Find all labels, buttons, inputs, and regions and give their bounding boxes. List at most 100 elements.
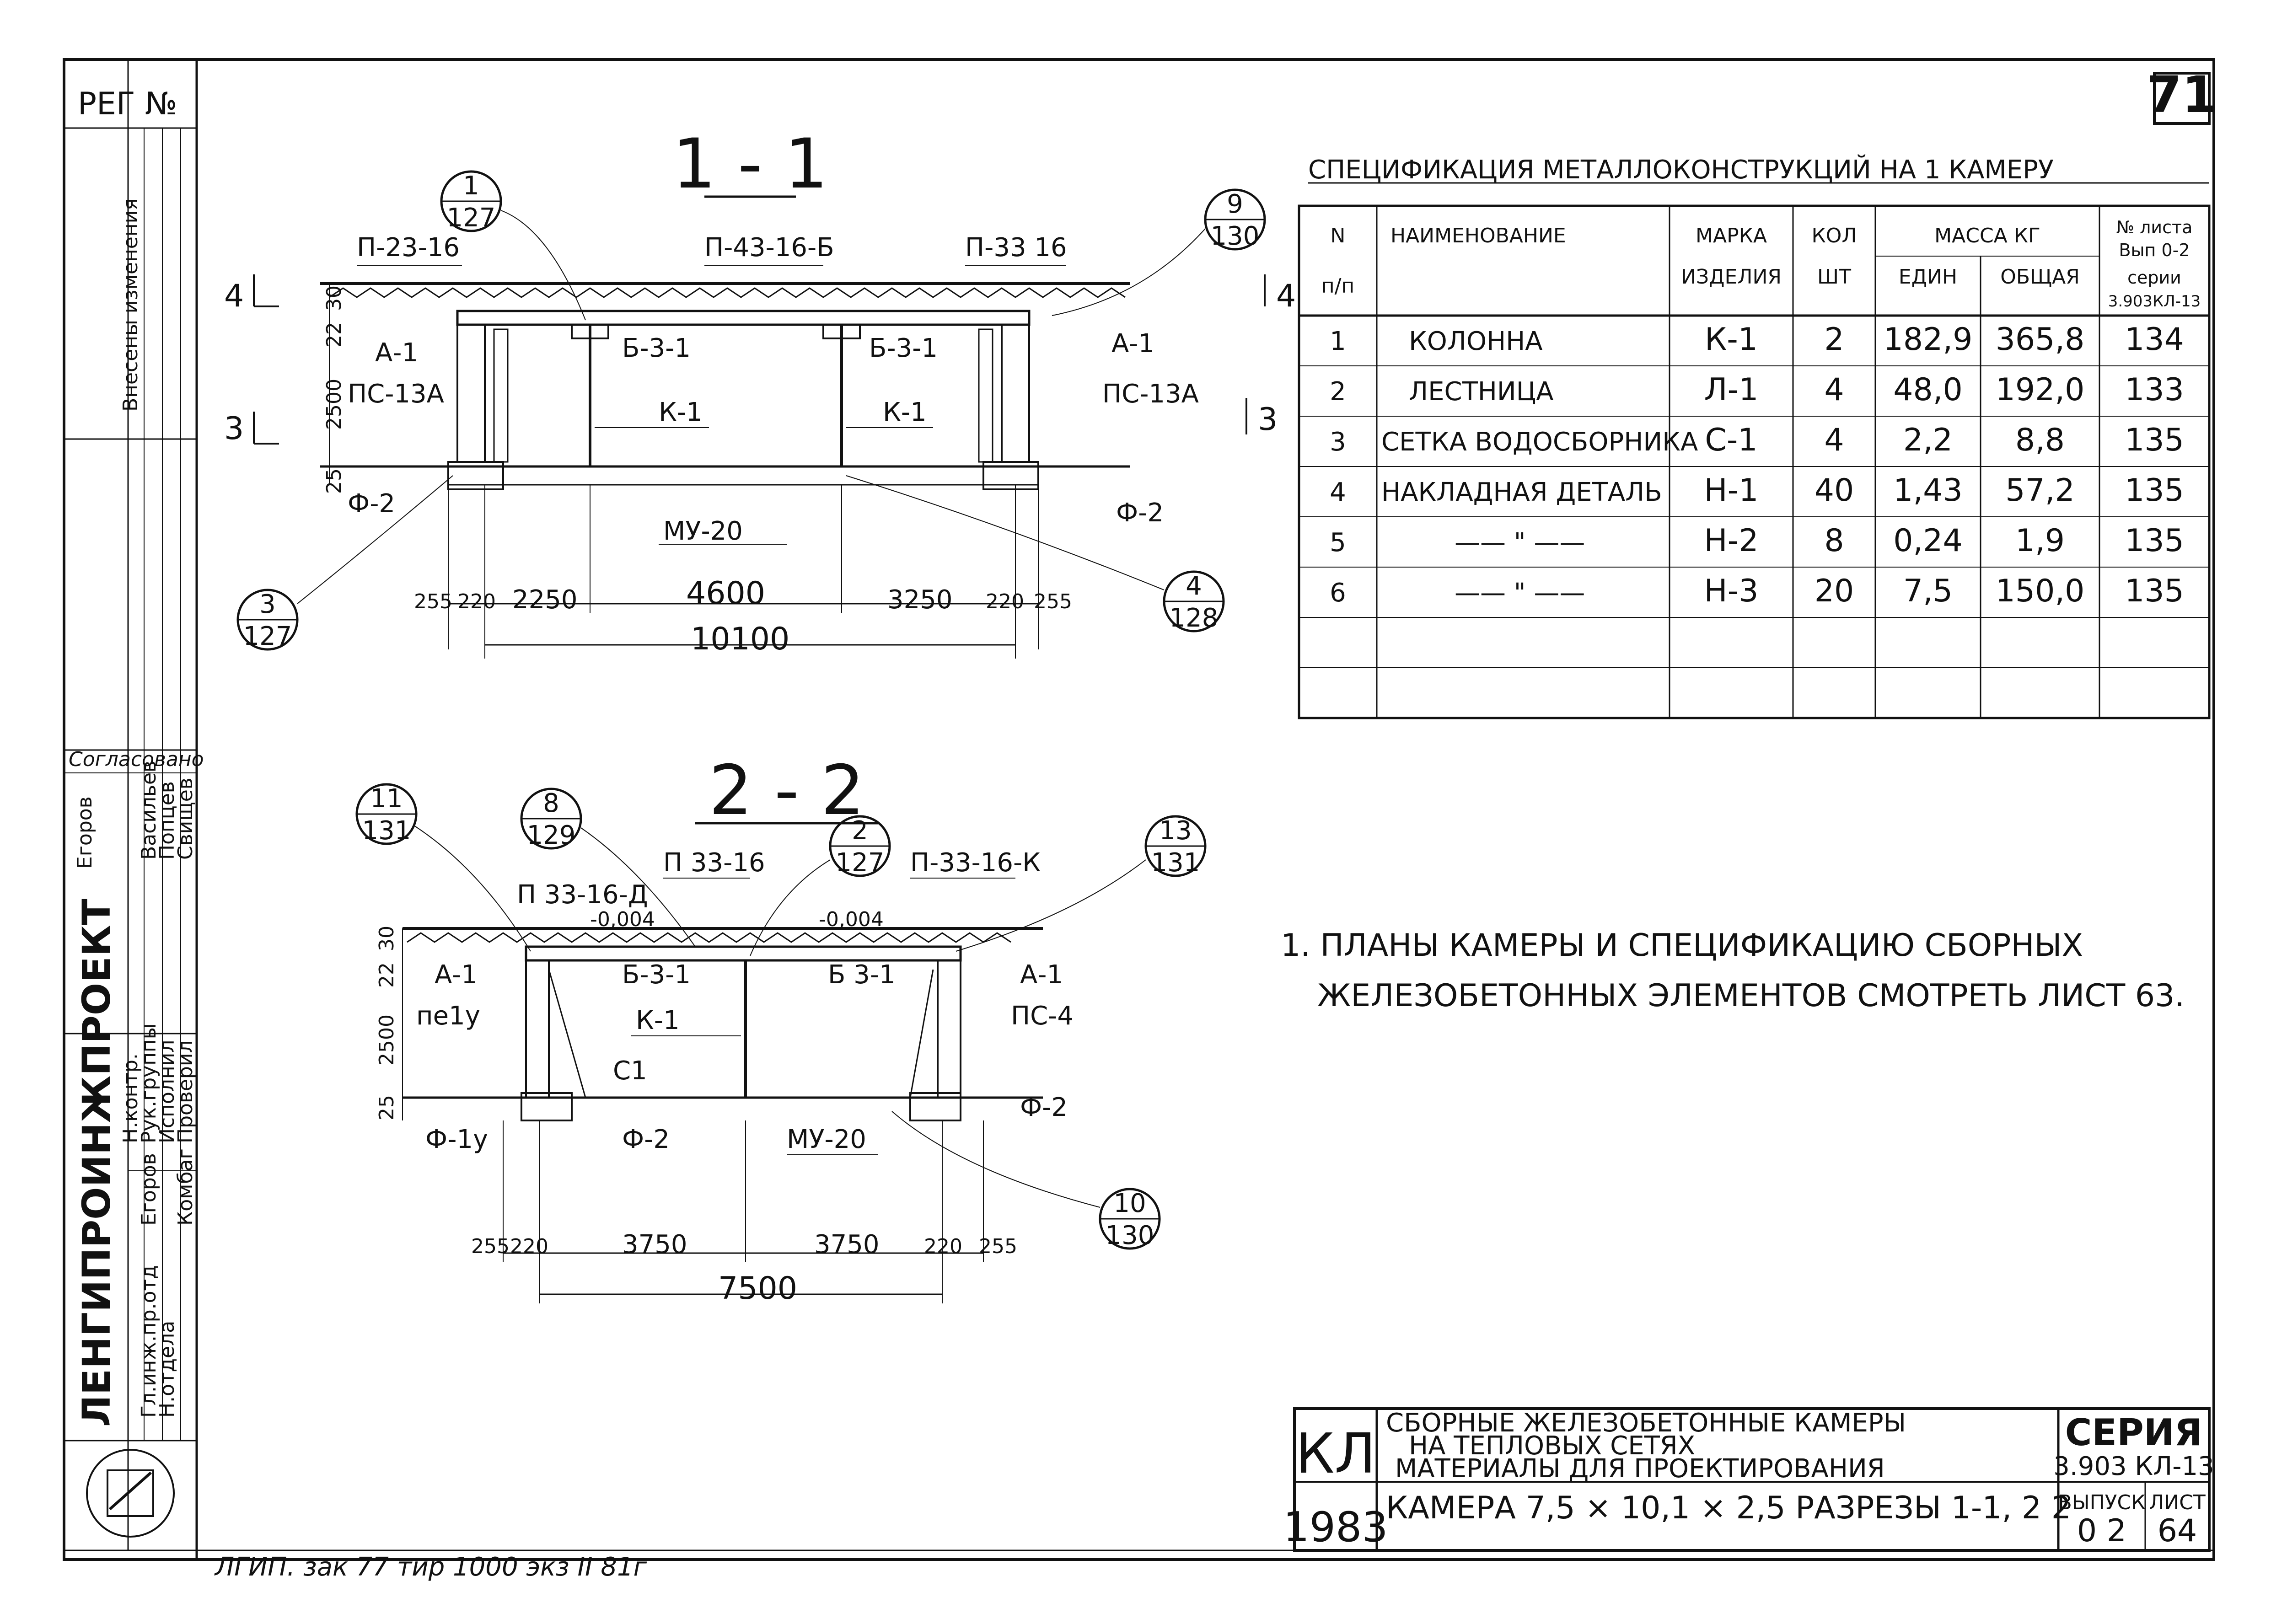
issue-value: 0 2 [2077, 1513, 2126, 1549]
vdim-1-a: 30 [322, 285, 346, 311]
ref-circle-10-130: 10 130 [891, 1111, 1161, 1250]
svg-text:2: 2 [1330, 377, 1346, 407]
svg-text:4: 4 [1824, 422, 1844, 458]
svg-text:СЕТКА ВОДОСБОРНИКА: СЕТКА ВОДОСБОРНИКА [1381, 427, 1698, 457]
svg-text:8: 8 [543, 788, 559, 818]
label-1-1-7: ПС-13А [348, 379, 444, 409]
name-5: Комбаг [174, 1148, 197, 1226]
total-2-2: 7500 [718, 1270, 797, 1307]
ref-circle-3-127: 3 127 [236, 475, 453, 651]
svg-text:7,5: 7,5 [1903, 573, 1953, 609]
svg-text:13: 13 [1159, 816, 1192, 846]
ref-circle-4-128: 4 128 [846, 475, 1225, 633]
svg-text:130: 130 [1106, 1221, 1154, 1250]
svg-text:131: 131 [362, 816, 411, 846]
svg-text:57,2: 57,2 [2005, 472, 2074, 509]
dim-1-1-5: 220 [986, 590, 1024, 613]
hdr-qty-2: ШТ [1817, 265, 1851, 289]
label-1-1-9: К-1 [659, 397, 703, 427]
label-2-2-14: МУ-20 [787, 1125, 866, 1154]
role-2: Н.отдела [156, 1321, 179, 1418]
svg-text:131: 131 [1151, 848, 1200, 878]
title-year: 1983 [1283, 1503, 1388, 1551]
label-1-1-0: П-23-16 [357, 233, 460, 263]
table-row: 4 НАКЛАДНАЯ ДЕТАЛЬ Н-1 40 1,43 57,2 135 [1330, 472, 2184, 509]
label-2-2-1: П 33-16 [663, 848, 765, 878]
vdim-2-a: 30 [375, 926, 398, 951]
svg-text:С-1: С-1 [1705, 422, 1757, 458]
label-2-2-15: -0,004 [590, 908, 655, 931]
ref-circle-2-127: 2 127 [750, 815, 891, 956]
wall-right-2 [937, 959, 961, 1099]
dim-2-2-2: 3750 [622, 1230, 687, 1260]
svg-text:1: 1 [463, 171, 479, 201]
level-3-right: 3 [1258, 402, 1278, 438]
svg-text:8,8: 8,8 [2015, 422, 2065, 458]
label-2-2-4: Б 3-1 [828, 960, 896, 990]
svg-text:Н-2: Н-2 [1704, 523, 1759, 559]
hdr-sheet-4: 3.903КЛ-13 [2108, 292, 2201, 311]
section-1-1-title: 1 - 1 [672, 124, 828, 204]
ref-circle-11-131: 11 131 [355, 783, 531, 952]
label-2-2-11: Ф-1у [425, 1125, 488, 1154]
hdr-qty-1: КОЛ [1812, 224, 1857, 247]
label-1-1-4: Б-3-1 [869, 333, 938, 363]
svg-text:127: 127 [836, 848, 885, 878]
title-code: КЛ [1295, 1422, 1375, 1486]
svg-text:Л-1: Л-1 [1704, 372, 1759, 408]
hdr-num-2: п/п [1321, 274, 1354, 298]
soil-hatch-1 [329, 287, 1126, 298]
left-stamp-block: РЕГ № Внесены изменения Согласовано ЛЕНГ… [64, 59, 204, 1550]
sheet-label: ЛИСТ [2149, 1491, 2206, 1514]
title-line-2: НА ТЕПЛОВЫХ СЕТЯХ [1409, 1431, 1695, 1461]
svg-text:1: 1 [1330, 327, 1346, 356]
table-row: 5 —— " —— Н-2 8 0,24 1,9 135 [1330, 523, 2184, 559]
svg-text:4: 4 [1186, 571, 1202, 601]
svg-text:3: 3 [259, 590, 276, 619]
section-1-1: 1 - 1 30 22 2500 25 [224, 124, 1296, 659]
sheet-number-top: 71 [2147, 65, 2217, 124]
vdim-2-d: 25 [375, 1095, 398, 1120]
svg-text:135: 135 [2125, 472, 2184, 509]
spec-title: СПЕЦИФИКАЦИЯ МЕТАЛЛОКОНСТРУКЦИЙ НА 1 КАМ… [1308, 155, 2054, 185]
label-2-2-12: Ф-2 [622, 1125, 670, 1154]
svg-text:2: 2 [1824, 322, 1844, 358]
label-1-1-5: А-1 [375, 338, 418, 368]
label-2-2-6: А-1 [1020, 960, 1063, 990]
footer-print-info: ЛГИП. зак 77 тир 1000 экз II 81г [214, 1552, 647, 1582]
svg-text:48,0: 48,0 [1893, 372, 1962, 408]
org-logo [86, 1449, 175, 1538]
vdim-2-c: 2500 [375, 1014, 398, 1066]
label-1-1-2: П-33 16 [965, 233, 1067, 263]
table-row: 3 СЕТКА ВОДОСБОРНИКА С-1 4 2,2 8,8 135 [1330, 422, 2184, 458]
name-2: Васильев [137, 761, 161, 860]
label-2-2-13: Ф-2 [1020, 1093, 1068, 1122]
svg-text:—— " ——: —— " —— [1455, 528, 1585, 557]
ref-circle-1-127: 1 127 [440, 170, 586, 321]
role-4: Исполнил [156, 1040, 179, 1143]
svg-text:К-1: К-1 [1705, 322, 1758, 358]
svg-text:5: 5 [1330, 528, 1346, 557]
svg-text:130: 130 [1211, 221, 1260, 251]
name-6: Егоров [137, 1153, 161, 1226]
table-row: 1 КОЛОННА К-1 2 182,9 365,8 134 [1330, 322, 2184, 358]
hdr-sheet-2: Вып 0-2 [2119, 240, 2190, 260]
svg-text:135: 135 [2125, 573, 2184, 609]
hdr-num-1: N [1331, 224, 1346, 247]
svg-text:365,8: 365,8 [1996, 322, 2085, 358]
svg-text:4: 4 [1824, 372, 1844, 408]
svg-text:4: 4 [1330, 477, 1346, 507]
vdim-1-d: 25 [322, 468, 346, 494]
svg-text:40: 40 [1815, 472, 1854, 509]
role-5: Проверил [174, 1040, 197, 1143]
hdr-name: НАИМЕНОВАНИЕ [1390, 224, 1566, 247]
vdim-2-b: 22 [375, 962, 398, 988]
reg-label: РЕГ № [78, 86, 177, 122]
hdr-unit: ЕДИН [1899, 265, 1957, 289]
org-logo-mark [107, 1469, 154, 1517]
section-2-2-title: 2 - 2 [709, 751, 864, 831]
svg-text:135: 135 [2125, 523, 2184, 559]
dim-1-1-1: 220 [457, 590, 496, 613]
hdr-sheet-1: № листа [2116, 217, 2193, 237]
svg-text:192,0: 192,0 [1996, 372, 2085, 408]
